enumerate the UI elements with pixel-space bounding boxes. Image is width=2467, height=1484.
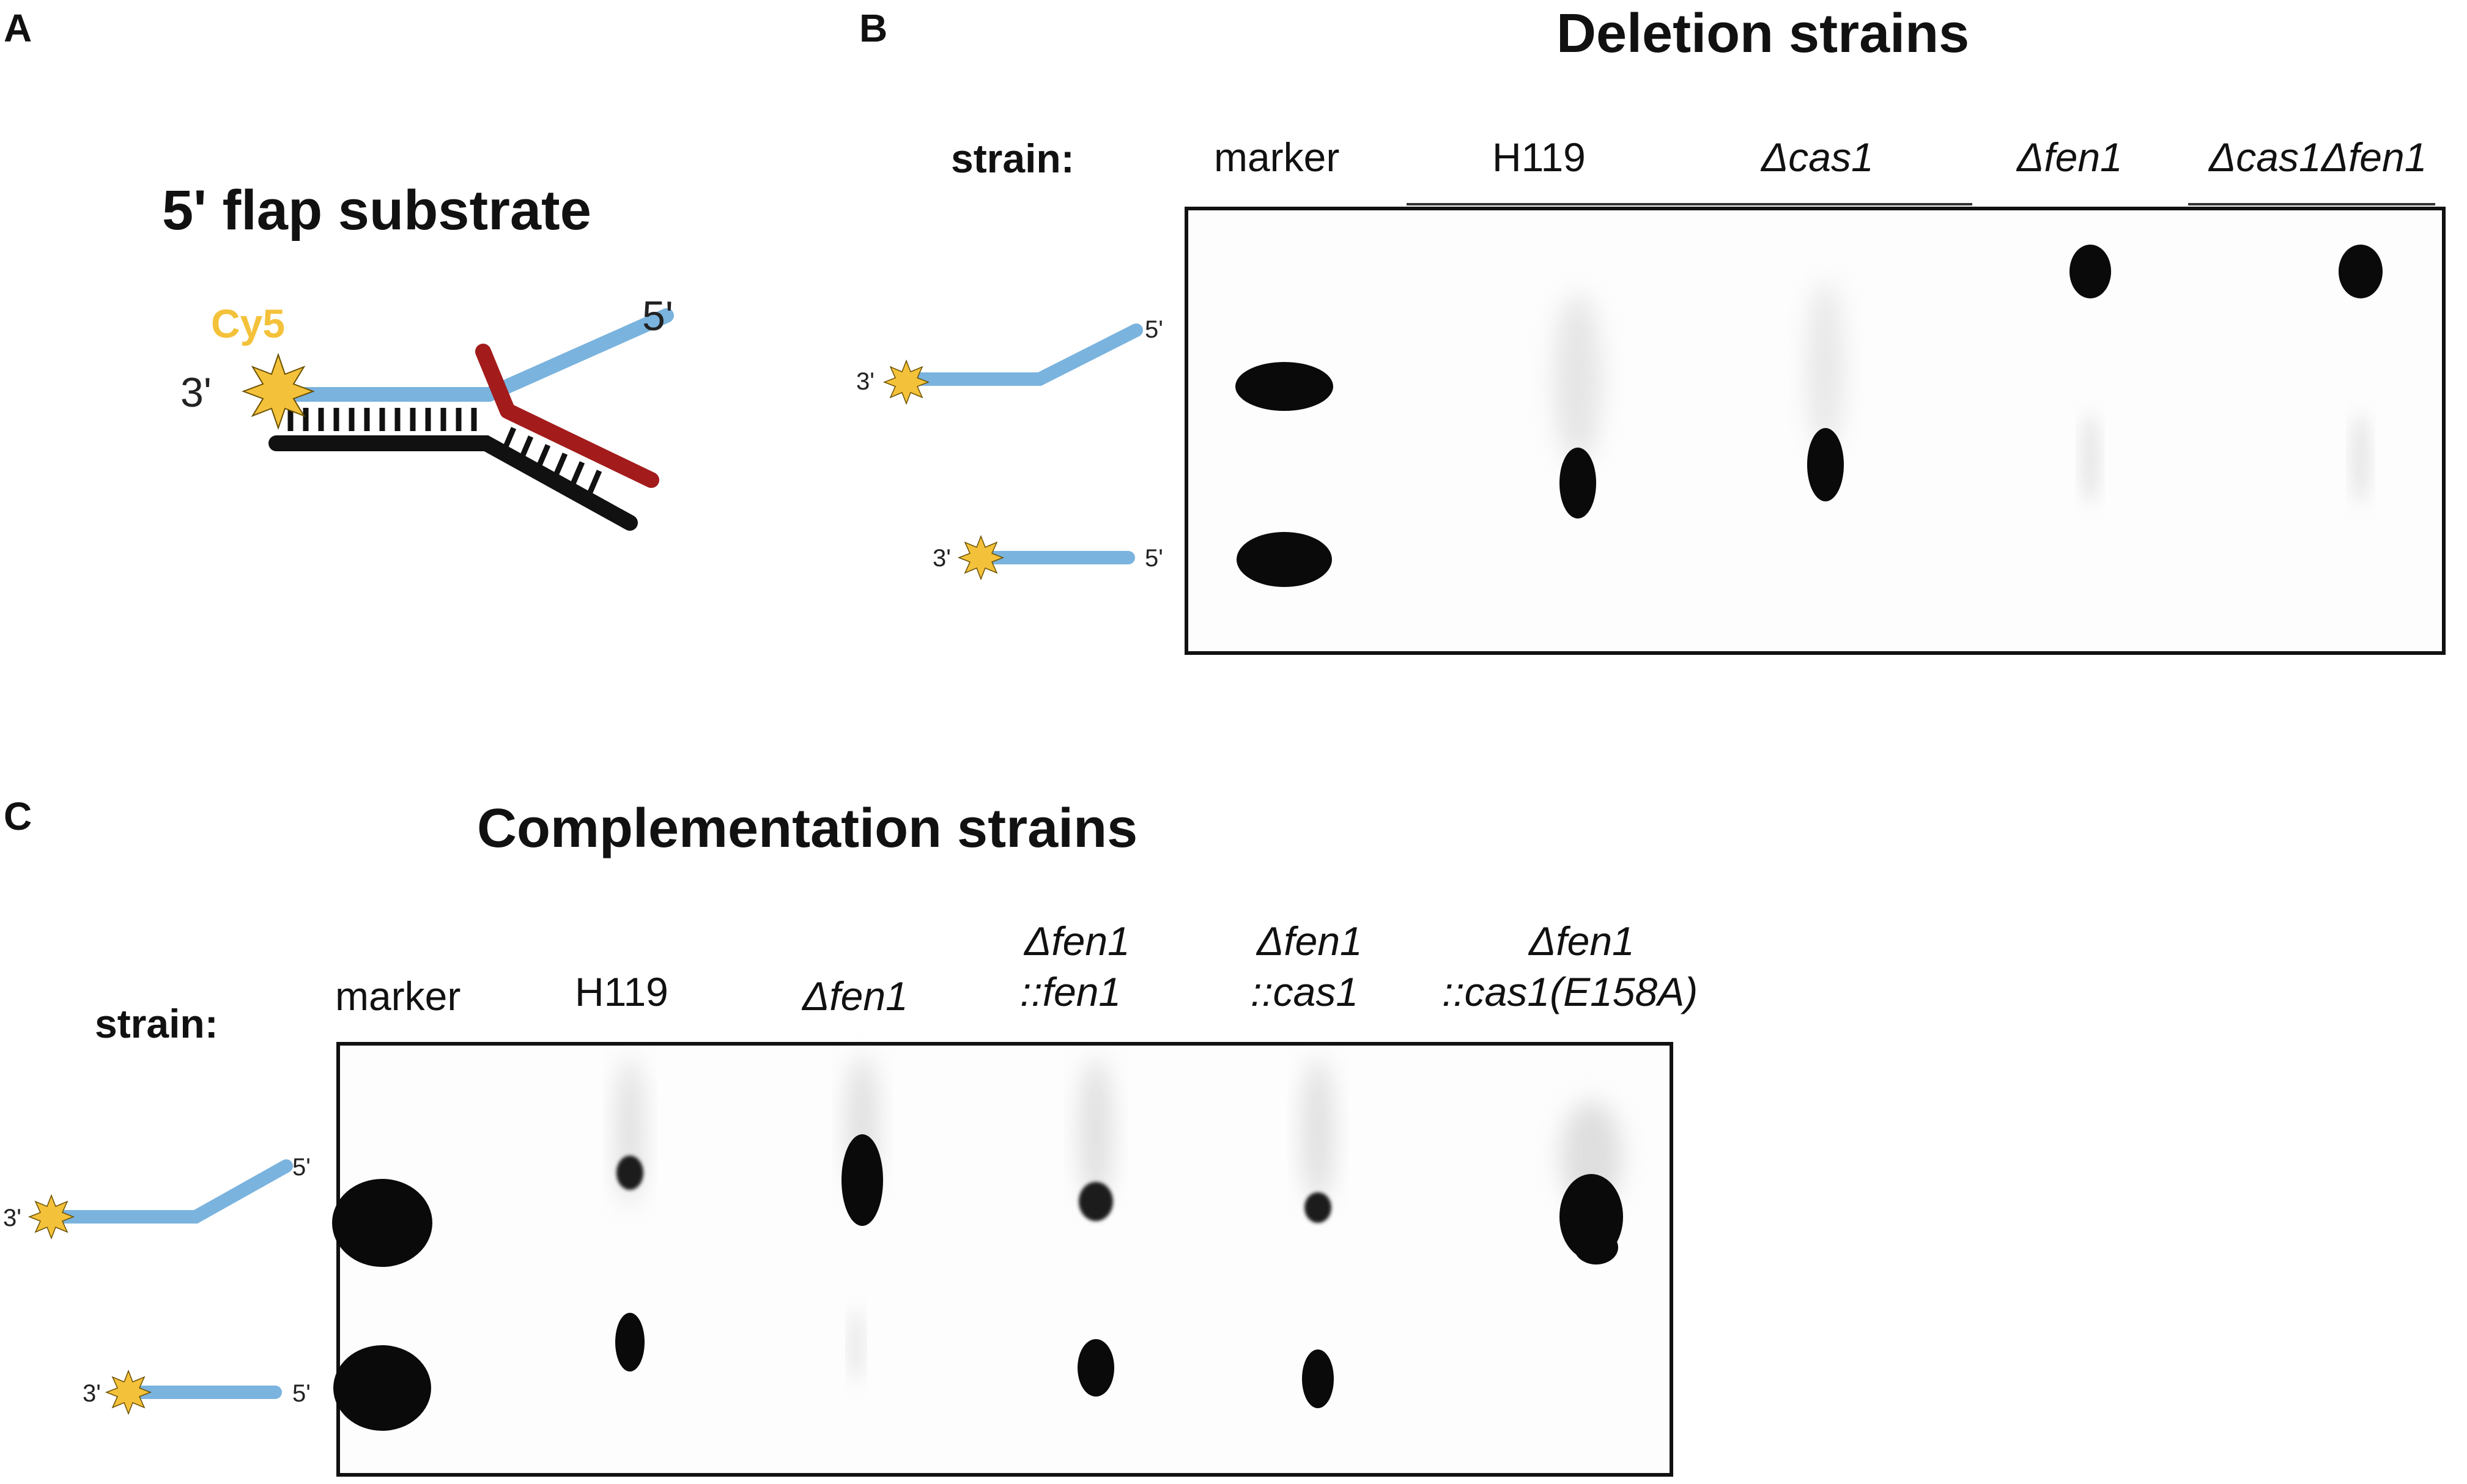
panel-b-letter: B (859, 6, 887, 50)
panel-b-substrate-schematic: 3' 5' (856, 316, 1163, 405)
panel-c-gel (336, 1042, 1673, 1477)
panel-c-substrate-5prime: 5' (292, 1154, 311, 1181)
panel-c-product-5prime: 5' (292, 1380, 311, 1407)
panel-c-substrate-3prime: 3' (3, 1205, 21, 1231)
panel-a-letter: A (4, 6, 32, 50)
panel-c-product-schematic: 3' 5' (83, 1369, 311, 1416)
template-strand (268, 435, 638, 531)
downstream-strand (475, 344, 659, 488)
panel-b-lane-label-marker: marker (1214, 135, 1339, 180)
panel-c-fen1-band-substrate (1079, 1182, 1113, 1221)
panel-c-bands (332, 1055, 1623, 1431)
panel-b-dfen1-trace (2083, 413, 2098, 504)
panel-c-h119-band-substrate (616, 1156, 643, 1190)
panel-b-title: Deletion strains (1556, 3, 1969, 64)
panel-c-lane-label-dfen1-cas1-line1: Δfen1 (1256, 918, 1363, 964)
panel-b-dcas1dfen1-trace (2353, 413, 2368, 504)
panel-c-lane-label-dfen1: Δfen1 (801, 973, 908, 1019)
three-prime-label: 3' (180, 369, 212, 416)
panel-b-dcas1dfen1-band-substrate (2339, 245, 2383, 298)
panel-c-cy5-icon-2 (105, 1369, 152, 1416)
panel-c-product-3prime: 3' (83, 1380, 101, 1407)
panel-b-dcas1-smear (1807, 281, 1844, 452)
panel-b-cy5-icon-2 (957, 534, 1005, 581)
panel-b-flap-substrate-strand (904, 323, 1143, 386)
panel-b-bands (1235, 245, 2383, 587)
panel-b-product-5prime: 5' (1145, 545, 1163, 572)
panel-b-substrate-3prime: 3' (856, 368, 875, 395)
panel-b-dcas1-band-product (1807, 428, 1844, 501)
panel-b-h119-band-product (1559, 448, 1596, 519)
panel-c-flap-substrate-strand (47, 1159, 293, 1224)
panel-c-dfen1-trace (851, 1309, 862, 1382)
panel-c-fen1-smear (1080, 1058, 1112, 1205)
panel-c-marker-band-substrate (332, 1179, 432, 1267)
panel-c-lane-label-dfen1-cas1e158a-line2: ::cas1(E158A) (1442, 969, 1698, 1014)
panel-c-fen1-band-product (1078, 1339, 1114, 1397)
panel-b-strain-label: strain: (951, 136, 1074, 181)
panel-b-cy5-icon-1 (882, 359, 930, 405)
flap-strand (269, 308, 674, 402)
panel-b-lane-label-h119: H119 (1492, 135, 1586, 180)
panel-b-lane-label-dcas1: Δcas1 (1760, 135, 1874, 180)
panel-c-lane-label-dfen1-fen1-line1: Δfen1 (1023, 918, 1130, 964)
panel-b-product-3prime: 3' (933, 545, 951, 572)
panel-c-substrate-schematic: 3' 5' (3, 1154, 311, 1240)
panel-c-strain-label: strain: (95, 1001, 218, 1046)
panel-c-lane-label-marker: marker (335, 973, 460, 1019)
panel-c-dfen1-band-substrate (841, 1134, 883, 1226)
panel-c-e158a-band-tail (1574, 1230, 1618, 1264)
panel-c-lane-label-dfen1-cas1e158a-line1: Δfen1 (1528, 918, 1635, 964)
panel-c-cy5-icon-1 (28, 1194, 75, 1240)
panel-c-letter: C (4, 794, 32, 838)
panel-b-marker-band-substrate (1235, 362, 1333, 411)
panel-b-substrate-5prime: 5' (1145, 316, 1163, 343)
panel-c-cas1-band-substrate (1304, 1192, 1331, 1223)
panel-b-lane-label-dfen1: Δfen1 (2016, 135, 2123, 180)
panel-c-lane-label-h119: H119 (575, 969, 668, 1014)
panel-b-h119-smear (1553, 293, 1602, 465)
panel-c-lane-label-dfen1-cas1-line2: ::cas1 (1251, 969, 1358, 1014)
flap-substrate-diagram: Cy5 3' 5' (180, 293, 674, 531)
panel-c-title: Complementation strains (477, 798, 1137, 859)
panel-c-lane-label-dfen1-fen1-line2: ::fen1 (1020, 969, 1121, 1014)
panel-c-h119-band-product (615, 1313, 645, 1371)
panel-c-cas1-smear (1303, 1058, 1333, 1205)
panel-c-cas1-band-product (1302, 1349, 1334, 1408)
base-pair-ticks (287, 408, 602, 493)
cy5-label: Cy5 (211, 301, 285, 346)
panel-b-lane-label-dcas1dfen1: Δcas1Δfen1 (2208, 135, 2427, 180)
panel-b-marker-band-product (1237, 532, 1332, 587)
panel-a-title: 5' flap substrate (162, 179, 591, 242)
panel-b-dfen1-band-substrate (2069, 245, 2111, 298)
five-prime-label: 5' (642, 293, 673, 339)
panel-b-product-schematic: 3' 5' (933, 534, 1163, 581)
panel-c-marker-band-product (333, 1345, 431, 1431)
cy5-fluor-icon (242, 352, 315, 430)
